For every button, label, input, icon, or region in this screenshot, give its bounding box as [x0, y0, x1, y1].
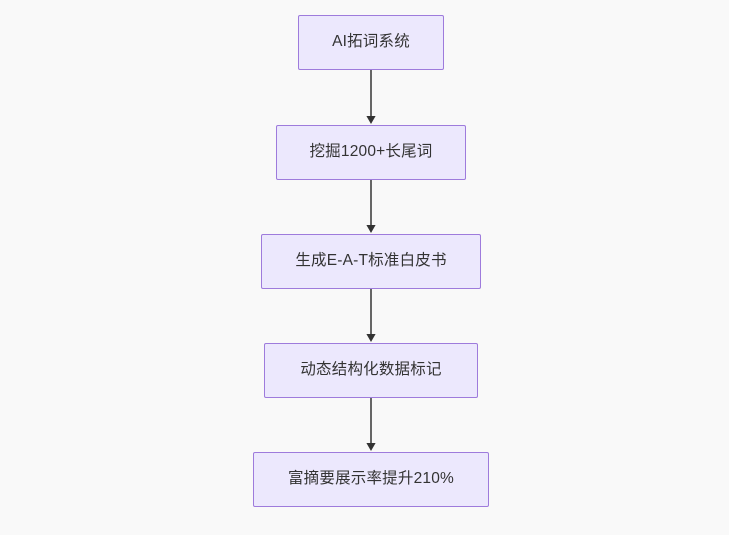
- flow-connector-1: [363, 70, 379, 125]
- flow-node-mine-longtail-keywords[interactable]: 挖掘1200+长尾词: [276, 125, 466, 180]
- arrow-icon: [366, 397, 376, 451]
- flow-node-ai-keyword-system[interactable]: AI拓词系统: [298, 15, 444, 70]
- flow-node-label: 富摘要展示率提升210%: [287, 470, 455, 488]
- flow-node-dynamic-structured-data[interactable]: 动态结构化数据标记: [264, 343, 478, 398]
- flow-node-rich-snippet-uplift[interactable]: 富摘要展示率提升210%: [253, 452, 489, 507]
- flow-node-label: AI拓词系统: [332, 33, 410, 51]
- arrow-icon: [366, 180, 376, 233]
- flow-connector-3: [363, 289, 379, 343]
- arrow-icon: [366, 289, 376, 342]
- flow-node-generate-eat-whitepaper[interactable]: 生成E-A-T标准白皮书: [261, 234, 481, 289]
- arrow-icon: [366, 70, 376, 124]
- flow-node-label: 生成E-A-T标准白皮书: [295, 252, 447, 270]
- flow-connector-2: [363, 180, 379, 234]
- flow-node-label: 挖掘1200+长尾词: [309, 143, 433, 161]
- flow-connector-4: [363, 397, 379, 452]
- flow-node-label: 动态结构化数据标记: [300, 361, 442, 379]
